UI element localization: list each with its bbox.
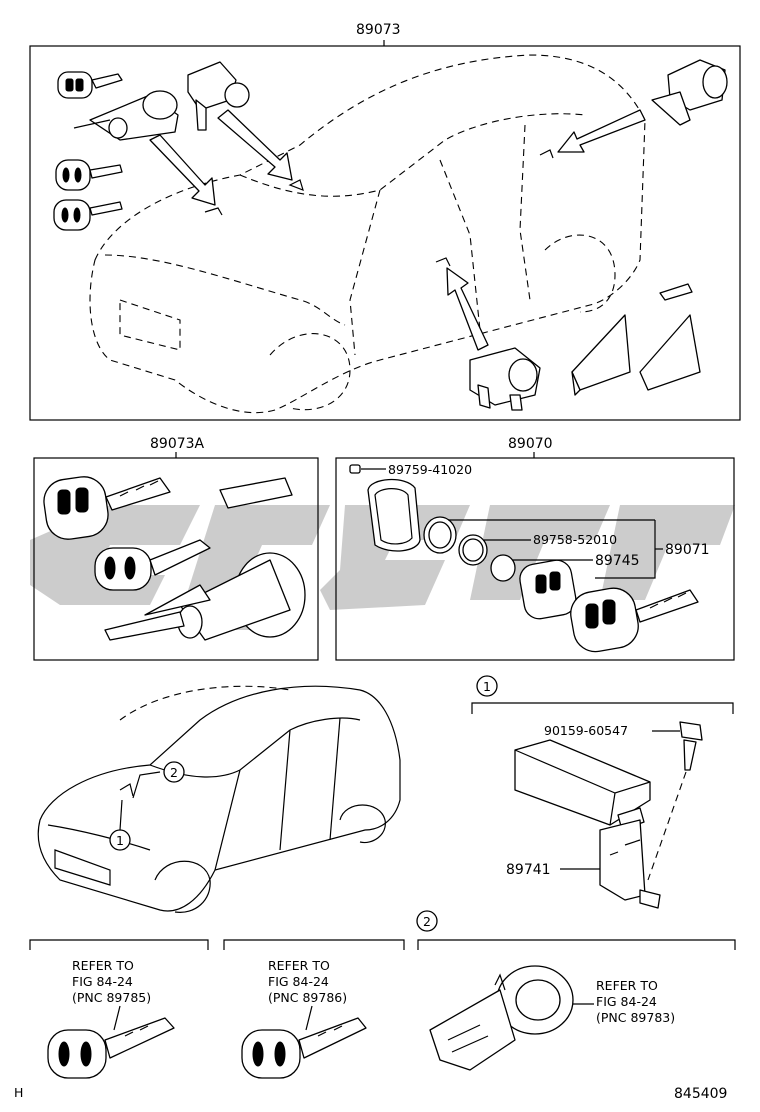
svg-text:(PNC 89786): (PNC 89786)	[268, 990, 347, 1005]
bracket-line	[471, 702, 734, 714]
arrow-icon	[149, 134, 216, 206]
key-icon	[55, 159, 123, 191]
section-frame-89073a	[33, 457, 319, 661]
arrow-icon	[217, 109, 293, 181]
ecu-unit-icon	[514, 739, 661, 909]
battery-icon	[490, 554, 516, 582]
svg-text:FIG 84-24: FIG 84-24	[596, 994, 657, 1009]
key-plate-icon	[219, 477, 293, 509]
panel-pnc-89786: REFER TO FIG 84-24 (PNC 89786)	[223, 939, 405, 1079]
part-number-89759-41020: 89759-41020	[388, 462, 472, 477]
svg-text:REFER TO: REFER TO	[72, 958, 134, 973]
svg-text:1: 1	[116, 833, 124, 848]
svg-text:1: 1	[483, 679, 491, 694]
arrow-icon	[446, 267, 489, 351]
part-number-89073a: 89073A	[150, 436, 205, 452]
panel-pnc-89785: REFER TO FIG 84-24 (PNC 89785)	[29, 939, 209, 1079]
key-icon	[43, 476, 171, 540]
callout-marker-1: 1	[476, 675, 498, 697]
part-number-89071: 89071	[665, 542, 710, 558]
wedge-pad-icon	[639, 314, 701, 391]
footer-left-mark: H	[14, 1085, 23, 1100]
key-plate-icon	[659, 283, 693, 301]
back-door-lock-cylinder-icon	[651, 59, 728, 126]
section-frame-89070	[335, 457, 735, 661]
part-number-89758-52010: 89758-52010	[533, 532, 617, 547]
key-icon	[241, 1017, 367, 1079]
callout-marker-2: 2	[163, 761, 185, 783]
bolt-icon	[679, 721, 703, 771]
part-number-89745: 89745	[595, 553, 640, 569]
svg-text:(PNC 89783): (PNC 89783)	[596, 1010, 675, 1025]
section-frame-top	[29, 45, 741, 421]
part-number-89741: 89741	[506, 862, 551, 878]
section-ecu: 1 90159-60547 89741	[471, 675, 734, 909]
ignition-cylinder-icon	[104, 552, 306, 641]
key-icon	[570, 587, 699, 653]
car-outline-top	[89, 54, 646, 414]
callout-marker-1: 1	[109, 799, 131, 851]
part-number-89073: 89073	[356, 22, 401, 38]
callout-marker-2: 2	[416, 910, 438, 932]
key-icon	[53, 199, 123, 231]
key-icon	[47, 1017, 175, 1079]
ignition-cylinder-icon	[73, 90, 179, 141]
transmitter-case-icon	[519, 559, 577, 620]
ignition-switch-icon	[429, 965, 574, 1071]
arrow-icon	[557, 109, 646, 153]
svg-text:REFER TO: REFER TO	[268, 958, 330, 973]
svg-text:FIG 84-24: FIG 84-24	[268, 974, 329, 989]
section-89073: 89073	[29, 22, 741, 421]
screw-icon	[349, 464, 361, 474]
door-lock-cylinder-icon	[187, 61, 250, 131]
part-number-90159-60547: 90159-60547	[544, 723, 628, 738]
section-89070: 89070 89759-41020 89758-52010 89745	[335, 436, 735, 661]
svg-text:2: 2	[423, 914, 431, 929]
battery-cover-icon	[423, 516, 457, 554]
figure-number: 845409	[674, 1086, 727, 1102]
car-outline-lower	[37, 685, 401, 913]
part-number-89070: 89070	[508, 436, 553, 452]
seal-ring-icon	[458, 534, 488, 566]
svg-text:FIG 84-24: FIG 84-24	[72, 974, 133, 989]
section-89073a: 89073A	[33, 436, 319, 661]
svg-text:2: 2	[170, 765, 178, 780]
wedge-pad-icon	[571, 314, 631, 396]
key-icon	[94, 539, 211, 591]
side-door-lock-cylinder-icon	[469, 347, 541, 411]
case-shell-icon	[367, 478, 421, 552]
panel-pnc-89783: 2 REFER TO FIG 84-24 (PNC 89783)	[416, 910, 736, 1071]
key-icon	[57, 71, 123, 99]
svg-text:(PNC 89785): (PNC 89785)	[72, 990, 151, 1005]
svg-text:REFER TO: REFER TO	[596, 978, 658, 993]
